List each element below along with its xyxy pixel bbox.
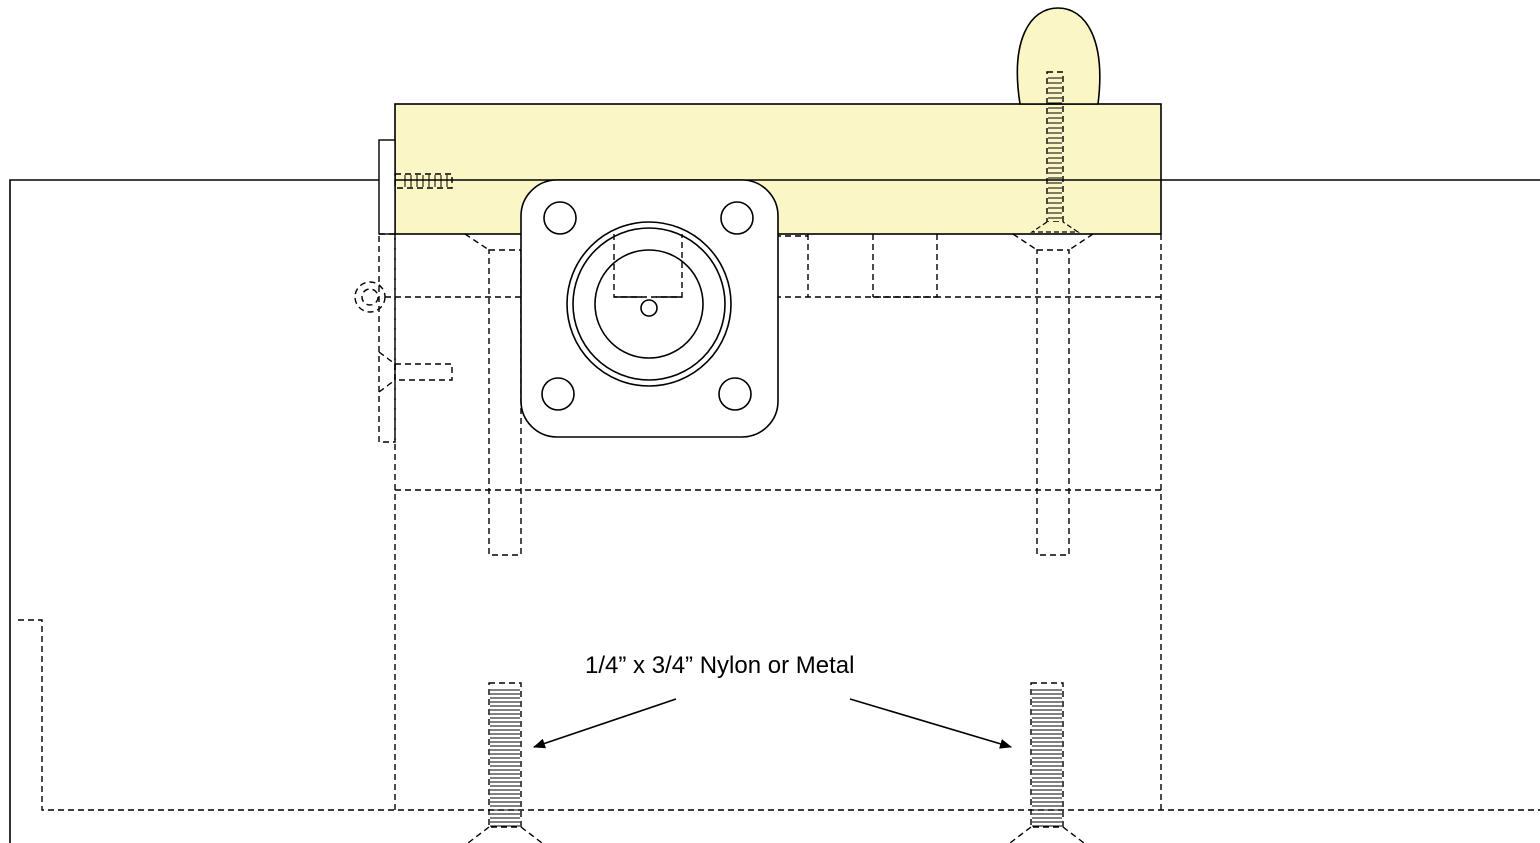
flange-bolt-hole-tl <box>543 201 577 235</box>
flange-bearing-plate <box>520 179 779 438</box>
left-bolt-hidden <box>488 249 522 556</box>
pin-circle-outer <box>354 281 386 313</box>
knob-screw <box>1030 71 1080 233</box>
pin-circle-inner <box>361 288 379 306</box>
bearing-inner-ring <box>594 249 704 359</box>
right-bolt-countersink <box>1012 233 1094 251</box>
bearing-shaft-hole <box>640 299 658 317</box>
bearing-hidden-slot <box>613 234 683 298</box>
left-end-plate-hidden <box>378 233 396 443</box>
side-screw-top <box>394 173 453 189</box>
side-screw-lower-head <box>378 351 396 393</box>
annotation-label: 1/4” x 3/4” Nylon or Metal <box>585 652 854 679</box>
hidden-lower-frame <box>18 619 1540 811</box>
flange-bolt-hole-tr <box>720 201 754 235</box>
right-bolt-hidden <box>1036 249 1070 556</box>
annotation-arrow-right <box>849 698 1012 749</box>
bottom-screw-right <box>1009 682 1085 843</box>
bearing-outer-ring <box>566 221 732 387</box>
flange-bolt-hole-br <box>718 377 752 411</box>
bottom-screw-left <box>467 682 543 843</box>
side-screw-lower <box>394 363 453 381</box>
bearing-middle-ring <box>572 227 726 381</box>
left-end-plate <box>378 139 396 235</box>
annotation-arrow-left <box>533 698 677 749</box>
flange-bolt-hole-bl <box>541 377 575 411</box>
wing-knob <box>1016 7 1101 105</box>
base-board-outline <box>9 179 1540 843</box>
